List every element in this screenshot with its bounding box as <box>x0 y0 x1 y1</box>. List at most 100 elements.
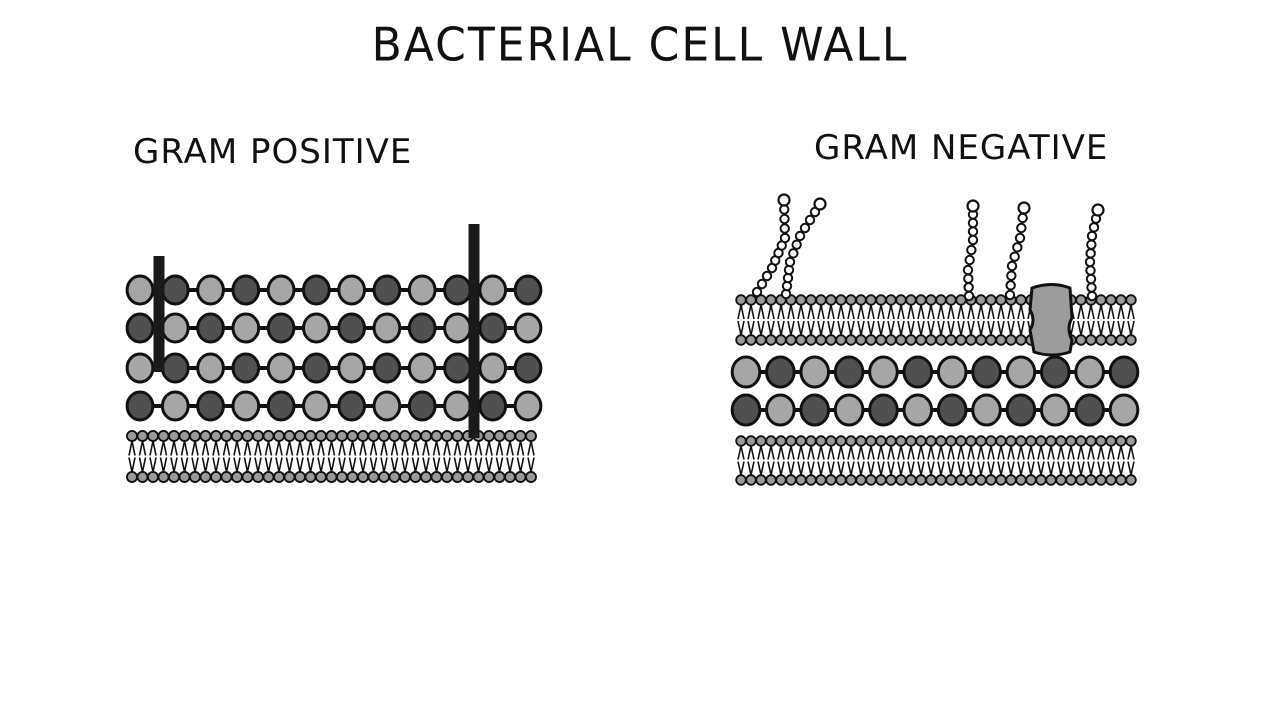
lipopolysaccharide-chain <box>751 193 791 298</box>
lipid-tail <box>495 457 504 473</box>
lipid-tail <box>747 304 755 320</box>
lipid-tail <box>222 457 231 473</box>
sugar-bead <box>779 232 791 244</box>
lipid-head <box>785 334 797 346</box>
lipid-tail <box>957 320 965 336</box>
lipid-head <box>815 294 827 306</box>
lipid-tail <box>917 461 925 476</box>
lipid-head <box>995 474 1007 486</box>
lipid-head <box>210 471 222 483</box>
lipid-tail <box>1107 445 1115 460</box>
sugar-bead <box>963 273 974 284</box>
lipid-head <box>875 294 887 306</box>
lipid-head <box>1045 474 1057 486</box>
lipid-head <box>895 435 907 447</box>
lipid-tail <box>897 461 905 476</box>
lipid-tail <box>807 461 815 476</box>
lipid-tail <box>422 457 430 473</box>
lipid-tail <box>380 440 388 456</box>
sugar-bead <box>1084 256 1096 268</box>
lipid-tail <box>817 445 825 460</box>
lipid-head <box>262 430 275 442</box>
lipid-tail <box>432 457 441 473</box>
lipid-head <box>525 471 537 483</box>
lipid-head <box>945 435 957 447</box>
lipid-tail <box>359 440 367 456</box>
lipid-head <box>1105 294 1117 306</box>
nag-sugar-sphere <box>1005 355 1037 389</box>
diagram-title: BACTERIAL CELL WALL <box>371 18 909 73</box>
lipid-head <box>367 430 380 442</box>
lipid-tail <box>927 304 935 320</box>
lipid-head <box>1125 294 1137 306</box>
lipid-head <box>855 334 867 346</box>
lipid-tail <box>927 461 935 476</box>
nag-sugar-sphere <box>160 312 190 344</box>
sugar-bead <box>794 230 806 242</box>
nam-sugar-sphere <box>1005 393 1037 427</box>
lipid-head <box>1035 435 1047 447</box>
lipid-head <box>388 430 401 442</box>
nam-sugar-sphere <box>301 352 331 384</box>
lipid-tail <box>170 440 178 456</box>
nag-sugar-sphere <box>902 393 934 427</box>
lipopolysaccharide-chain <box>1084 203 1105 302</box>
lipid-head <box>915 294 927 306</box>
lipid-head <box>441 471 453 483</box>
nag-sugar-sphere <box>1039 393 1071 427</box>
lipid-tail <box>1127 445 1135 460</box>
nag-sugar-sphere <box>301 312 331 344</box>
lipid-head <box>745 474 757 486</box>
lipid-tail <box>254 440 262 456</box>
lipid-head <box>765 474 777 486</box>
lipid-head <box>388 471 401 483</box>
lipid-head <box>220 430 233 442</box>
lipid-head <box>845 435 857 447</box>
lipid-head <box>1075 435 1087 447</box>
lipid-head <box>241 430 254 442</box>
lipid-head <box>755 474 767 486</box>
lipid-tail <box>149 440 157 456</box>
nam-sugar-sphere <box>337 312 367 344</box>
lipid-tail <box>138 457 147 473</box>
nam-sugar-sphere <box>1108 355 1140 389</box>
sugar-bead <box>779 213 790 225</box>
lipid-tail <box>159 440 168 456</box>
lipid-head <box>294 471 306 483</box>
lipid-head <box>199 430 212 442</box>
lipid-tail <box>867 461 875 476</box>
nam-sugar-sphere <box>372 274 402 306</box>
lipid-tail <box>767 320 775 336</box>
sugar-bead <box>1085 265 1096 276</box>
lipid-head <box>885 474 897 486</box>
lipid-head <box>514 471 527 483</box>
lipid-head <box>905 474 917 486</box>
lipid-head <box>1045 435 1057 447</box>
lipid-head <box>273 471 285 483</box>
lipid-tail <box>747 320 755 336</box>
lipid-tail <box>296 457 304 473</box>
lipid-tail <box>285 440 294 456</box>
lipid-head <box>1125 334 1137 346</box>
lipid-tail <box>275 457 283 473</box>
phospholipid-bilayer <box>735 294 1137 346</box>
nag-sugar-sphere <box>868 355 899 389</box>
lipid-head <box>795 435 807 447</box>
lipid-head <box>168 430 180 442</box>
lipid-tail <box>443 440 451 456</box>
sugar-bead <box>1009 251 1020 262</box>
lipid-head <box>136 471 149 483</box>
lipid-tail <box>747 461 755 476</box>
lipid-head <box>1015 294 1027 306</box>
lipid-head <box>905 334 917 346</box>
lipid-head <box>945 294 957 306</box>
nam-sugar-sphere <box>160 352 190 384</box>
lipid-tail <box>390 440 399 456</box>
nam-sugar-sphere <box>1039 355 1071 389</box>
nag-sugar-sphere <box>833 393 865 427</box>
lipid-head <box>1085 334 1097 346</box>
lipid-head <box>925 294 937 306</box>
lipid-tail <box>201 440 210 456</box>
lipopolysaccharide-chain <box>780 197 827 300</box>
lipid-tail <box>857 304 865 320</box>
